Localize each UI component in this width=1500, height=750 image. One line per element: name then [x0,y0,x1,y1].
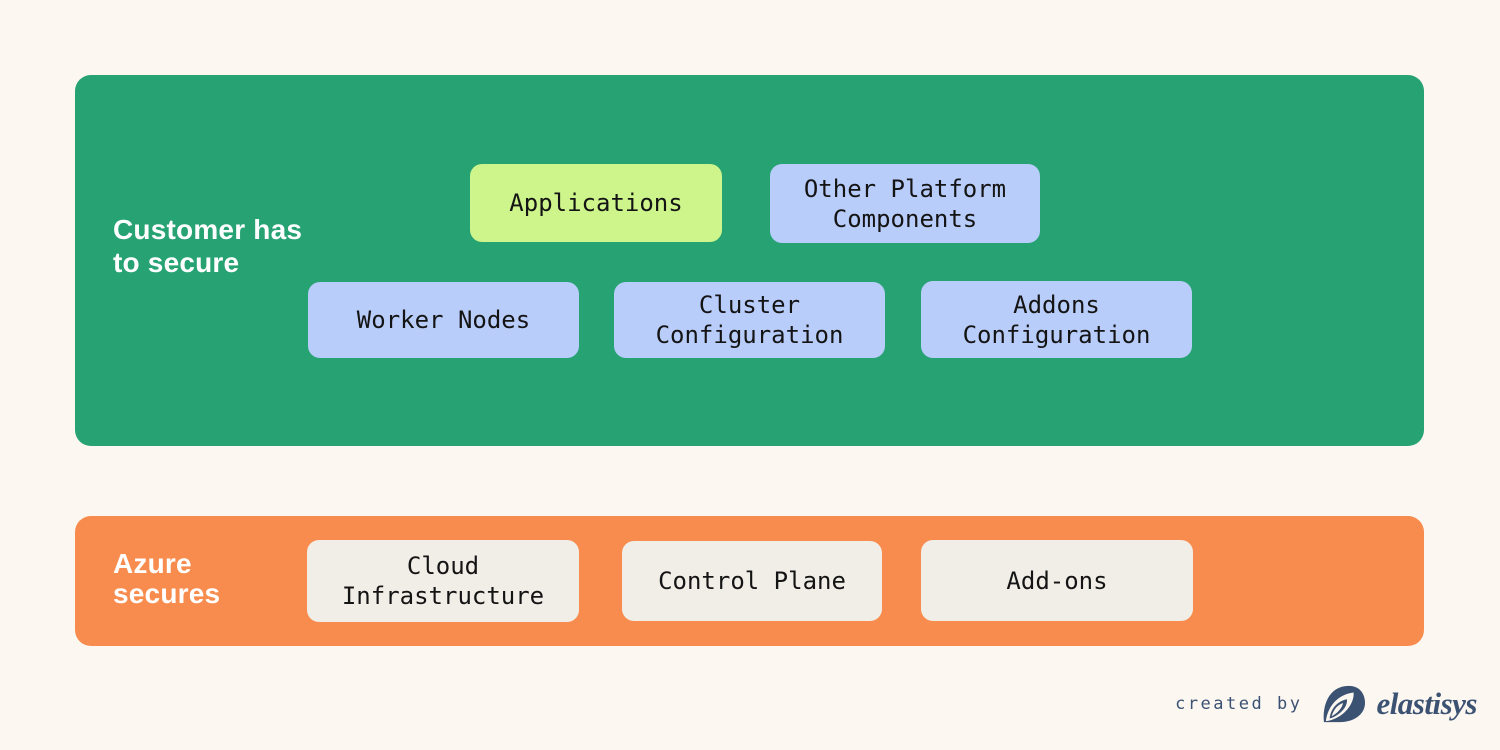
chip-applications: Applications [470,164,722,242]
footer-credit: created by elastisys [1175,682,1477,726]
customer-secures-section: Customer has to secure [75,75,1424,446]
chip-other-platform-components-label: Other Platform Components [803,174,1007,233]
chip-applications-label: Applications [509,189,683,217]
chip-cloud-infrastructure-label: Cloud Infrastructure [341,552,545,610]
elastisys-wordmark: elastisys [1376,686,1477,721]
chip-worker-nodes: Worker Nodes [308,282,579,358]
chip-add-ons-label: Add-ons [1006,566,1108,595]
chip-control-plane-label: Control Plane [658,567,846,595]
created-by-text: created by [1175,694,1303,714]
azure-section-label: Azure secures [113,548,221,609]
chip-addons-configuration: Addons Configuration [921,281,1192,358]
chip-cluster-configuration-label: Cluster Configuration [655,291,844,349]
chip-addons-configuration-label: Addons Configuration [962,290,1151,349]
chip-cluster-configuration: Cluster Configuration [614,282,885,358]
chip-other-platform-components: Other Platform Components [770,164,1040,243]
customer-section-label: Customer has to secure [113,214,303,278]
chip-control-plane: Control Plane [622,541,882,621]
chip-cloud-infrastructure: Cloud Infrastructure [307,540,579,622]
chip-add-ons: Add-ons [921,540,1193,621]
elastisys-shell-icon [1324,685,1366,723]
chip-worker-nodes-label: Worker Nodes [356,306,531,334]
